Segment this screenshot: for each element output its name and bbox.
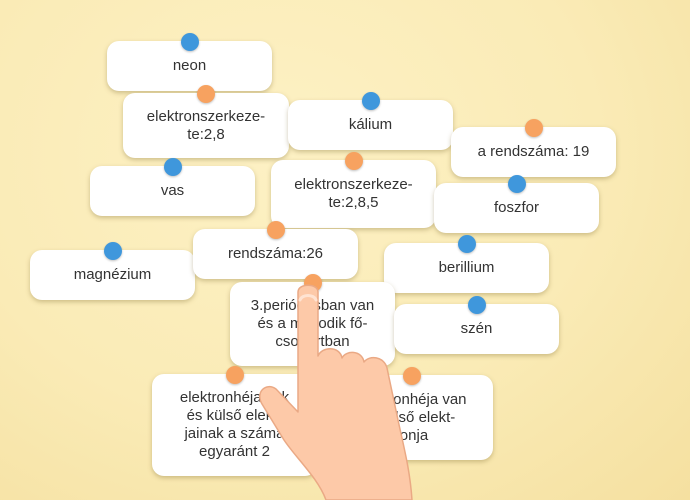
pin-blue-icon[interactable] [103,242,122,260]
pin-orange-icon[interactable] [524,119,543,137]
pin-orange-icon[interactable] [197,85,215,103]
pin-blue-icon[interactable] [163,158,182,176]
pin-blue-icon[interactable] [507,175,526,193]
card-kalium[interactable]: kálium [288,92,453,150]
card-berillium[interactable]: berillium [384,235,549,293]
pin-blue-icon[interactable] [467,296,486,314]
card-label: szén [460,320,493,337]
card-label: elektronhéjainak és külső elekt- jainak … [179,389,290,460]
pin-orange-icon[interactable] [225,366,244,384]
pin-blue-icon[interactable] [457,235,476,253]
card-label: vas [160,182,185,199]
card-label: berillium [438,259,495,276]
card-label: 3.periódusban van és a második fő- csopo… [250,297,375,350]
card-label: neon [172,57,207,74]
card-elektronhejainak-szama[interactable]: elektronhéjainak és külső elekt- jainak … [152,366,317,476]
card-vas[interactable]: vas [90,158,255,216]
card-foszfor[interactable]: foszfor [434,175,599,233]
card-label: rendszáma:26 [227,245,324,262]
card-label: a rendszáma: 19 [477,143,590,160]
card-label: foszfor [493,199,539,216]
card-label: elektronszerkeze- te:2,8 [146,107,266,143]
pin-orange-icon[interactable] [266,221,285,239]
pin-orange-icon[interactable] [344,152,363,170]
pin-blue-icon[interactable] [180,33,199,51]
card-elektronszerkezet-2-8-5[interactable]: elektronszerkeze- te:2,8,5 [271,152,436,228]
pin-orange-icon[interactable] [303,274,322,292]
card-label: kálium [348,116,393,133]
card-neon[interactable]: neon [107,33,272,91]
card-rendszama-19[interactable]: a rendszáma: 19 [451,119,616,177]
card-harmadik-periodus[interactable]: 3.periódusban van és a második fő- csopo… [230,274,395,366]
card-elektronheja-van[interactable]: elektronhéja van s külső elekt- ronja [330,367,493,460]
pin-blue-icon[interactable] [361,92,380,110]
card-magnezium[interactable]: magnézium [30,242,195,300]
card-szen[interactable]: szén [394,296,559,354]
pin-orange-icon[interactable] [402,367,421,385]
card-label: elektronhéja van s külső elekt- ronja [356,390,467,444]
card-elektronszerkezet-2-8[interactable]: elektronszerkeze- te:2,8 [123,85,289,158]
card-rendszama-26[interactable]: rendszáma:26 [193,221,358,279]
card-label: magnézium [73,266,152,283]
card-label: elektronszerkeze- te:2,8,5 [294,176,413,211]
